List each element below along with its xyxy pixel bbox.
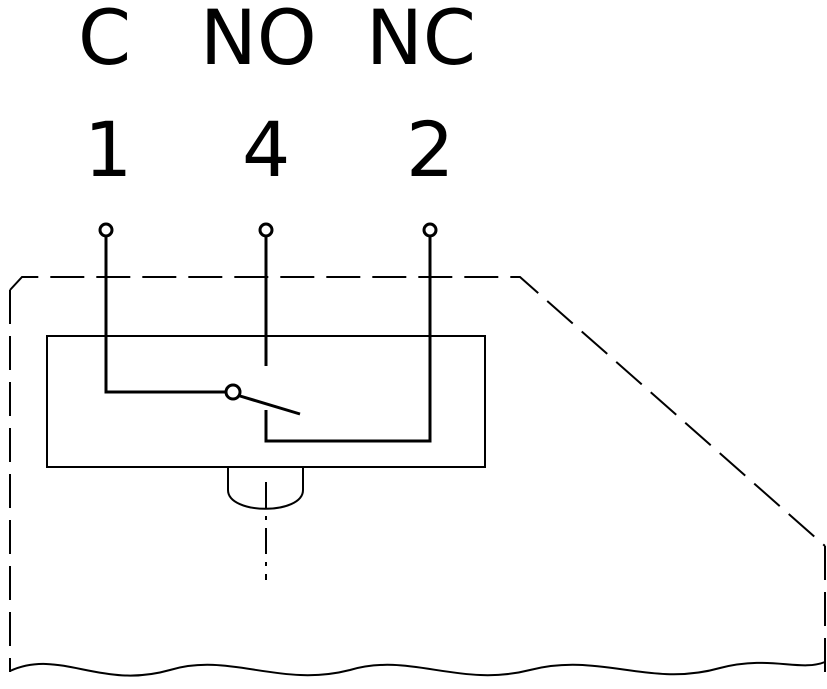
actuator-plunger	[227, 467, 304, 510]
common-lead	[104, 236, 226, 394]
terminal-1-point	[98, 222, 114, 238]
terminal-4-number: 4	[242, 105, 291, 194]
terminal-2-point	[422, 222, 438, 238]
break-line	[9, 661, 826, 677]
terminal-c-label: C	[78, 0, 132, 82]
housing-top-edge	[9, 276, 826, 547]
contact-blade	[239, 394, 301, 416]
terminal-1-number: 1	[84, 105, 133, 194]
terminal-no-label: NO	[200, 0, 317, 82]
housing-outline	[9, 276, 826, 672]
terminal-nc-label: NC	[366, 0, 476, 82]
normally-closed-lead	[264, 236, 432, 443]
terminal-2-number: 2	[406, 105, 455, 194]
contact-pivot	[224, 383, 242, 401]
terminal-4-point	[258, 222, 274, 238]
